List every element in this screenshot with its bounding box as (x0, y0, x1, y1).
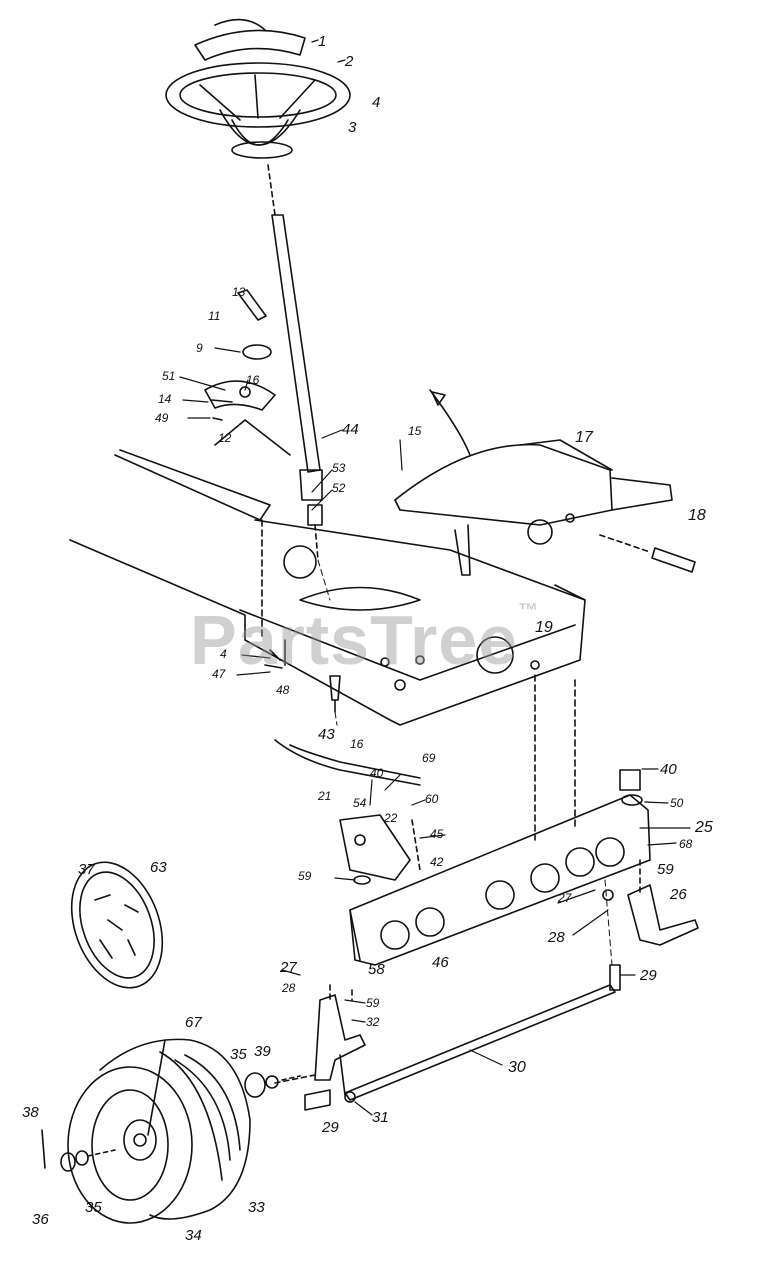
callout-label: 43 (318, 726, 335, 743)
steering-gear-assembly (204, 289, 291, 456)
callout-label: 3 (348, 119, 357, 136)
callout-label: 50 (670, 796, 684, 810)
callout-label: 38 (22, 1104, 39, 1121)
callout-label: 63 (150, 859, 167, 876)
callout-label: 40 (660, 761, 677, 778)
drag-link (274, 739, 421, 786)
callout-label: 35 (230, 1046, 247, 1063)
callout-label: 28 (282, 981, 296, 995)
callout-label: 15 (408, 424, 422, 438)
callout-label: 59 (366, 996, 380, 1010)
callout-label: 42 (430, 855, 444, 869)
callout-label: 25 (695, 819, 713, 836)
callout-label: 29 (640, 967, 657, 984)
callout-label: 26 (670, 886, 687, 903)
callout-label: 54 (353, 796, 367, 810)
callout-label: 4 (220, 647, 227, 661)
callout-label: 53 (332, 461, 346, 475)
callout-label: 16 (246, 373, 260, 387)
frame-panel (69, 449, 586, 726)
hubcap (70, 861, 164, 989)
front-wheel (67, 1038, 251, 1224)
left-spindle (274, 984, 366, 1111)
callout-label: 67 (185, 1014, 202, 1031)
steering-wheel (165, 62, 351, 159)
assembly-centerlines (317, 559, 613, 966)
callout-label: 29 (322, 1119, 339, 1136)
callout-label: 22 (384, 811, 398, 825)
callout-label: 69 (422, 751, 436, 765)
callout-label: 27 (280, 959, 297, 976)
callout-label: 31 (372, 1109, 389, 1126)
hardware-small (264, 649, 341, 713)
callout-label: 58 (368, 961, 385, 978)
callout-label: 14 (158, 392, 172, 406)
callout-label: 33 (248, 1199, 265, 1216)
callout-label: 39 (254, 1043, 271, 1060)
axle-bracket (394, 389, 673, 576)
callout-label: 17 (575, 429, 593, 446)
callout-label: 2 (345, 53, 354, 70)
callout-label: 12 (218, 431, 232, 445)
callout-label: 59 (298, 869, 312, 883)
callout-label: 37 (78, 861, 95, 878)
steering-shaft (267, 164, 323, 561)
bolt-18 (599, 534, 696, 573)
front-axle (349, 674, 651, 966)
callout-label: 18 (688, 507, 706, 524)
callout-label: 52 (332, 481, 346, 495)
tie-rod (344, 964, 621, 1103)
watermark-trademark: ™ (518, 600, 540, 622)
callout-label: 36 (32, 1211, 49, 1228)
callout-label: 49 (155, 411, 169, 425)
pivot-bracket (339, 814, 421, 885)
callout-label: 59 (657, 861, 674, 878)
callout-label: 44 (342, 421, 359, 438)
callout-label: 16 (350, 737, 364, 751)
callout-label: 34 (185, 1227, 202, 1244)
callout-label: 9 (196, 341, 203, 355)
callout-label: 51 (162, 369, 176, 383)
callout-label: 32 (366, 1015, 380, 1029)
callout-label: 28 (548, 929, 565, 946)
leader-lines (179, 39, 691, 1116)
callout-label: 45 (430, 827, 444, 841)
callout-label: 21 (318, 789, 332, 803)
callout-label: 48 (276, 683, 290, 697)
callout-label: 60 (425, 792, 439, 806)
callout-label: 19 (535, 619, 553, 636)
callout-label: 47 (212, 667, 226, 681)
steering-wheel-cap (194, 18, 306, 61)
callout-label: 40 (370, 766, 384, 780)
callout-label: 27 (558, 891, 572, 905)
watermark-text: PartsTree (190, 601, 519, 679)
parts-tree-watermark: PartsTree™ (190, 600, 539, 680)
right-spindle (602, 859, 699, 946)
callout-label: 35 (85, 1199, 102, 1216)
wheel-hardware (41, 1072, 301, 1172)
callout-label: 68 (679, 837, 693, 851)
callout-label: 1 (318, 33, 327, 50)
callout-label: 30 (508, 1059, 526, 1076)
callout-label: 46 (432, 954, 449, 971)
callout-label: 11 (208, 309, 221, 323)
callout-label: 13 (232, 285, 246, 299)
callout-label: 4 (372, 94, 381, 111)
